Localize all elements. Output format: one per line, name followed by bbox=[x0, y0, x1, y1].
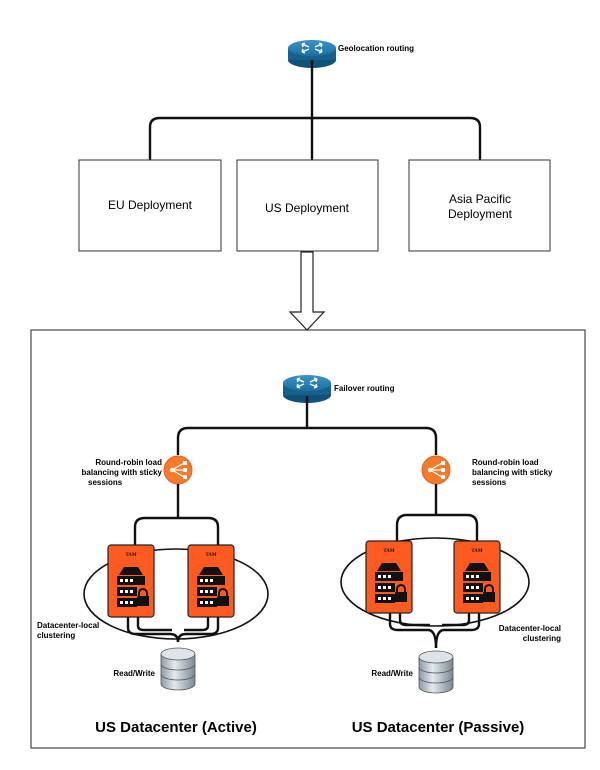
us-deployment-detail-frame bbox=[30, 329, 586, 749]
routing-connectors bbox=[148, 60, 482, 160]
svg-text:TAM: TAM bbox=[471, 549, 483, 554]
svg-text:sessions: sessions bbox=[88, 478, 123, 487]
db-left-label: Read/Write bbox=[113, 669, 155, 678]
us-deployment-box: US Deployment bbox=[236, 159, 379, 252]
db-right-label: Read/Write bbox=[371, 669, 413, 678]
svg-text:balancing with sticky: balancing with sticky bbox=[82, 468, 163, 477]
load-balancer-right-icon bbox=[421, 455, 451, 485]
database-left-icon bbox=[160, 647, 196, 691]
cluster-ring-left bbox=[83, 548, 269, 640]
cluster-left-caption: Datacenter-local clustering bbox=[37, 621, 99, 640]
svg-text:Datacenter-local: Datacenter-local bbox=[37, 621, 99, 630]
eu-deployment-box: EU Deployment bbox=[78, 159, 222, 252]
apac-deployment-box: Asia Pacific Deployment bbox=[408, 159, 551, 252]
server-left-1: TAM bbox=[107, 544, 155, 618]
geolocation-label: Geolocation routing bbox=[338, 44, 414, 53]
svg-text:clustering: clustering bbox=[37, 631, 75, 640]
lb-right-caption: Round-robin load balancing with sticky s… bbox=[472, 458, 553, 487]
svg-text:Datacenter-local: Datacenter-local bbox=[499, 624, 561, 633]
lb-server-connectors bbox=[133, 484, 479, 545]
server-db-connectors bbox=[126, 612, 481, 649]
svg-text:TAM: TAM bbox=[205, 553, 217, 558]
lb-left-caption: Round-robin load balancing with sticky s… bbox=[82, 458, 163, 487]
datacenter-active-title: US Datacenter (Active) bbox=[95, 719, 257, 736]
expand-arrow-icon bbox=[288, 251, 326, 331]
apac-deployment-label-line1: Asia Pacific bbox=[449, 192, 511, 206]
failover-label: Failover routing bbox=[334, 384, 395, 393]
us-deployment-label: US Deployment bbox=[265, 201, 350, 215]
datacenter-passive-title: US Datacenter (Passive) bbox=[352, 719, 525, 736]
svg-text:clustering: clustering bbox=[523, 634, 561, 643]
cluster-ring-right bbox=[340, 537, 530, 627]
eu-deployment-label: EU Deployment bbox=[108, 198, 193, 212]
server-right-1: TAM bbox=[365, 540, 413, 614]
load-balancer-left-icon bbox=[163, 455, 193, 485]
failover-connectors bbox=[176, 396, 438, 455]
svg-text:sessions: sessions bbox=[472, 478, 507, 487]
svg-text:balancing with sticky: balancing with sticky bbox=[472, 468, 553, 477]
apac-deployment-label-line2: Deployment bbox=[448, 207, 513, 221]
database-right-icon bbox=[418, 650, 454, 694]
server-right-2: TAM bbox=[453, 540, 501, 614]
svg-text:Round-robin load: Round-robin load bbox=[95, 458, 162, 467]
svg-text:TAM: TAM bbox=[383, 549, 395, 554]
svg-text:Round-robin load: Round-robin load bbox=[472, 458, 539, 467]
svg-text:TAM: TAM bbox=[125, 553, 137, 558]
cluster-right-caption: Datacenter-local clustering bbox=[499, 624, 561, 643]
server-left-2: TAM bbox=[187, 544, 235, 618]
